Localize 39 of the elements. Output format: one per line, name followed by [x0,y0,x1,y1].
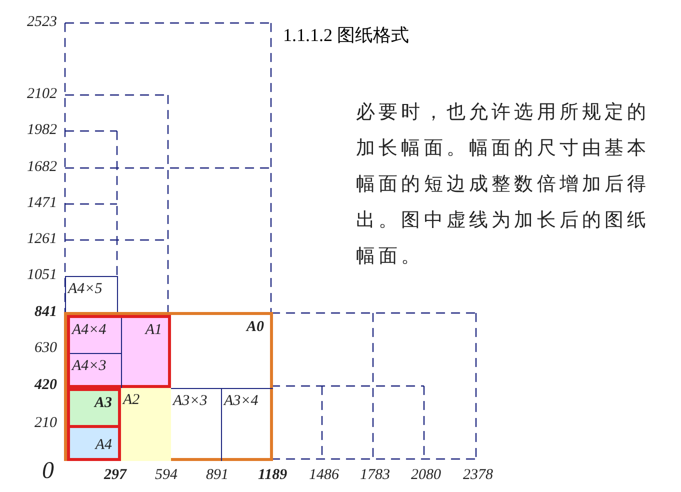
sheet-region [67,315,171,388]
axis-value: 594 [155,468,178,483]
axis-value: 2102 [27,87,57,102]
sheet-region [121,388,171,461]
axis-value: 1261 [27,232,57,247]
axis-value: 0 [42,459,54,483]
sheet-size-label: A1 [145,323,162,338]
sheet-region [67,425,121,461]
axis-value: 630 [34,341,57,356]
axis-value: 420 [34,378,57,393]
sheet-size-label: A0 [246,320,264,335]
sheet-region [65,276,118,314]
sheet-region [171,388,222,461]
axis-value: 2080 [411,468,441,483]
sheet-region [64,312,273,461]
axis-value: 1783 [360,468,390,483]
sheet-size-label: A4×4 [72,323,106,338]
axis-value: 1051 [27,268,57,283]
sheet-size-label: A2 [123,393,140,408]
axis-value: 1189 [258,468,288,483]
sheet-size-label: A3×4 [224,394,258,409]
axis-value: 841 [34,305,57,320]
axis-value: 1471 [27,196,57,211]
axis-value: 2523 [27,15,57,30]
axis-value: 1486 [309,468,339,483]
axis-value: 297 [104,468,126,483]
sheet-size-label: A3 [94,396,112,411]
axis-value: 891 [206,468,228,483]
sheet-size-label: A4 [95,438,112,453]
sheet-size-label: A4×3 [72,359,106,374]
axis-value: 1682 [27,160,57,175]
axis-value: 2378 [463,468,493,483]
axis-value: 1982 [27,123,57,138]
axis-value: 210 [34,416,57,431]
note-paragraph: 必要时，也允许选用所规定的加长幅面。幅面的尺寸由基本幅面的短边成整数倍增加后得出。图中虚线为加长后的图纸幅面。 [356,100,651,269]
sheet-region [67,388,121,461]
sheet-size-label: A3×3 [173,394,208,409]
sheet-size-label: A4×5 [68,282,102,297]
sheet-region [70,318,122,354]
